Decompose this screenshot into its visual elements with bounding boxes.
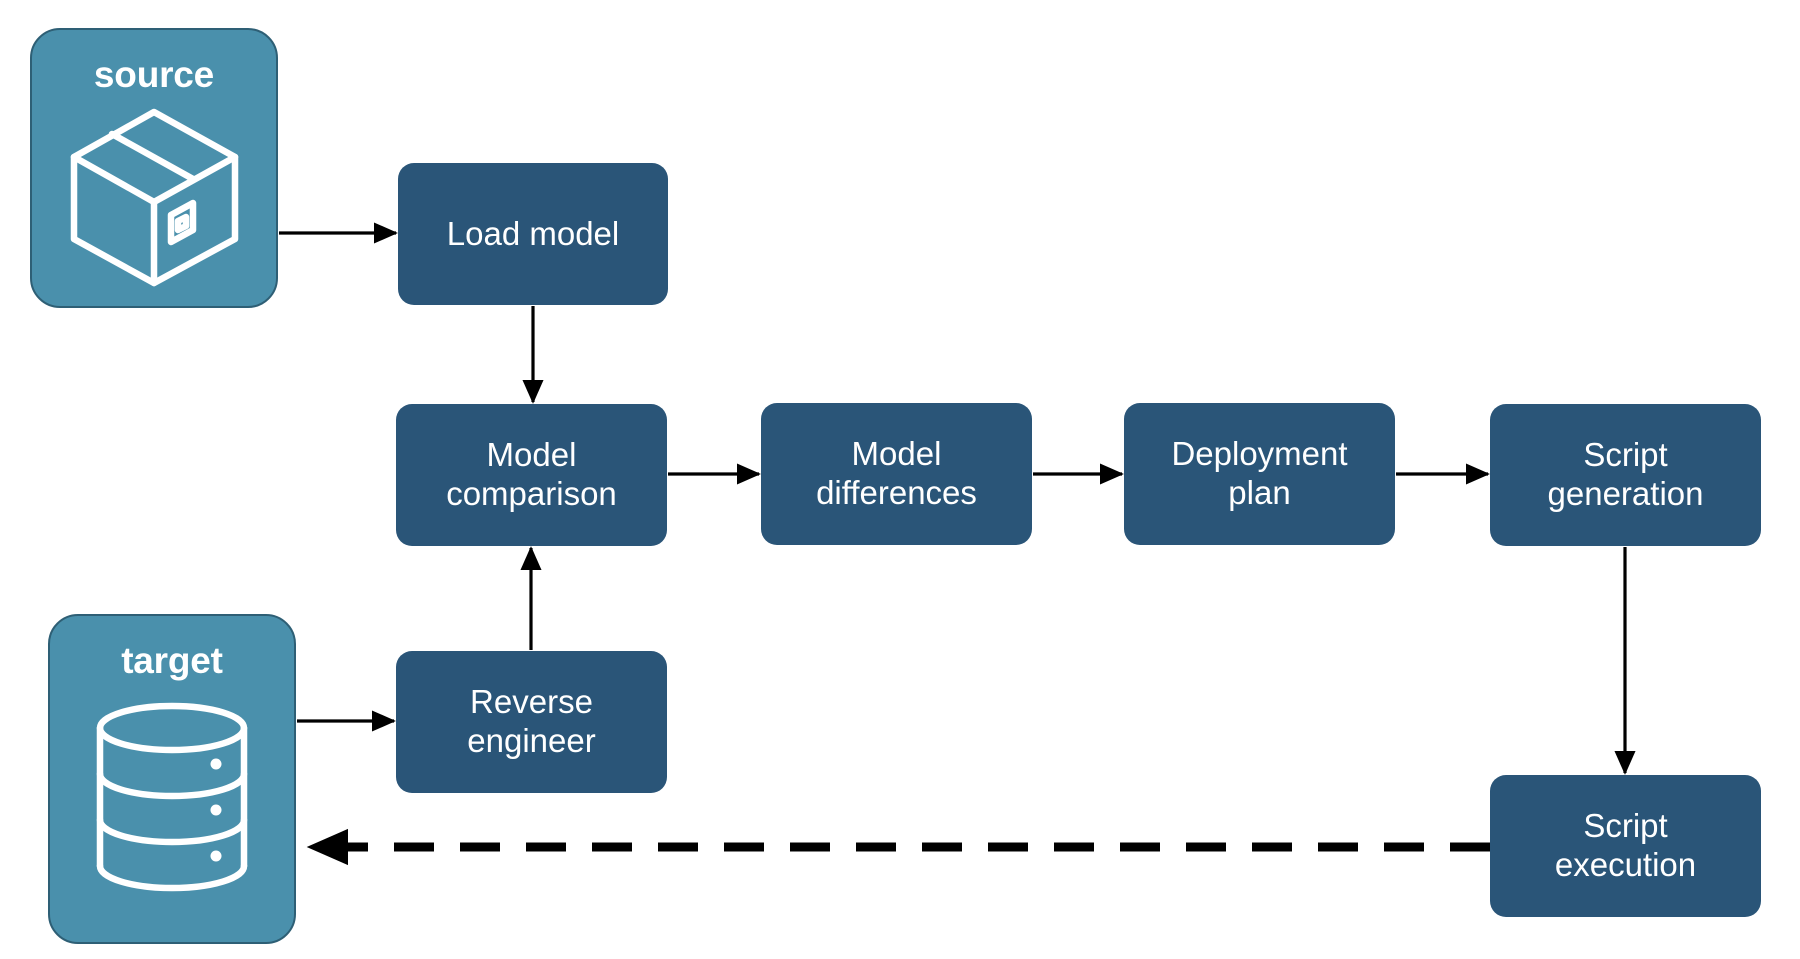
target-label: target — [121, 640, 223, 681]
node-script-generation-label-line1: Script — [1583, 436, 1668, 474]
node-model-differences-label-line2: differences — [816, 474, 977, 511]
node-deployment-plan-label-line2: plan — [1228, 474, 1291, 511]
node-model-comparison-label-line1: Model — [486, 436, 577, 474]
node-script-execution-label-line2: execution — [1554, 846, 1697, 883]
node-deployment-plan-label-line1: Deployment — [1171, 435, 1348, 473]
endpoint-target[interactable]: target — [48, 614, 296, 944]
node-reverse-engineer-label-line2: engineer — [467, 722, 596, 759]
node-model-differences[interactable]: Model differences — [761, 403, 1032, 545]
node-script-generation-label-line2: generation — [1547, 475, 1704, 512]
node-reverse-engineer-label-line1: Reverse — [470, 683, 593, 721]
source-label: source — [93, 54, 215, 95]
package-box-icon — [65, 107, 243, 292]
node-load-model[interactable]: Load model — [398, 163, 668, 305]
node-load-model-label: Load model — [446, 214, 620, 252]
node-script-execution-label-line1: Script — [1583, 807, 1668, 845]
database-cylinder-icon — [90, 701, 254, 898]
node-script-execution[interactable]: Script execution — [1490, 775, 1761, 917]
endpoint-source[interactable]: source — [30, 28, 278, 308]
node-reverse-engineer[interactable]: Reverse engineer — [396, 651, 667, 793]
node-model-differences-label-line1: Model — [851, 435, 942, 473]
node-model-comparison[interactable]: Model comparison — [396, 404, 667, 546]
node-deployment-plan[interactable]: Deployment plan — [1124, 403, 1395, 545]
node-script-generation[interactable]: Script generation — [1490, 404, 1761, 546]
node-model-comparison-label-line2: comparison — [446, 475, 617, 512]
